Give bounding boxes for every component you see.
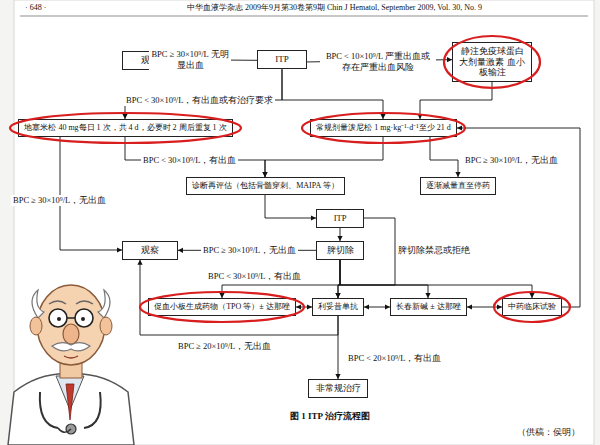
- process-box: 利妥昔单抗: [312, 298, 364, 316]
- flow-arrow: [125, 137, 268, 177]
- connector-line: [265, 137, 383, 177]
- journal-header: 中华血液学杂志 2009年9月第30卷第9期 Chin J Hematol, S…: [185, 3, 484, 13]
- edge-label: 脾切除禁忌或拒绝: [396, 245, 472, 256]
- flow-arrow: [467, 304, 502, 309]
- highlight-ellipse: [494, 292, 570, 322]
- edge-label: BPC < 30×10⁹/L，有出血或有治疗要求: [124, 95, 275, 106]
- figure-caption: 图 1 ITP 治疗流程图: [288, 411, 372, 422]
- flow-arrow: [417, 82, 492, 119]
- flow-arrow: [137, 260, 338, 335]
- flow-arrow: [282, 69, 386, 119]
- start-node: ITP: [257, 50, 307, 69]
- process-box: 脾切除: [316, 241, 364, 260]
- flow-arrow: [457, 125, 580, 307]
- edge-label: BPC ≥ 20×10⁹/L，无出血: [176, 341, 273, 352]
- process-box: 长春新碱 ± 达那唑: [390, 298, 467, 316]
- edge-label: BPC ≥ 30×10⁹/L，无出血: [463, 155, 560, 166]
- edge-label: BPC ≥ 30×10⁹/L，无出血: [11, 195, 108, 206]
- node-text: 常规剂量泼尼松 1 mg·kg⁻¹·d⁻¹至少 21 d: [316, 123, 450, 133]
- process-box: 地塞米松 40 mg每日 1 次，共 4 d，必要时 2 周后重复 1 次: [18, 119, 233, 137]
- connector-line: [430, 137, 458, 177]
- node-text: ITP: [275, 54, 289, 65]
- connector-line: [125, 137, 265, 177]
- flow-arrow: [364, 304, 390, 309]
- connector-line: [457, 128, 580, 307]
- doctor-cartoon: [8, 285, 134, 445]
- highlight-ellipse: [140, 292, 304, 322]
- flow-arrow: [340, 260, 535, 298]
- arrow-head: [296, 304, 301, 309]
- connector-line: [467, 307, 502, 308]
- flow-arrow: [122, 69, 282, 119]
- node-text: 诊断再评估（包括骨髓穿刺、MAIPA 等）: [192, 181, 339, 191]
- flow-arrow: [262, 137, 383, 177]
- connector-line: [265, 195, 316, 218]
- connector-line: [60, 137, 122, 250]
- flow-arrow: [430, 137, 461, 177]
- node-text: ITP: [334, 213, 347, 224]
- flow-arrow: [340, 260, 431, 298]
- arrow-head: [457, 125, 462, 130]
- connector-line: [340, 260, 428, 298]
- edge-label: BPC < 10×10⁹/L 严重出血或存在严重出血风险: [320, 51, 436, 72]
- edge-label: BPC < 30×10⁹/L，有出血: [141, 155, 238, 166]
- connector-line: [140, 260, 338, 335]
- node-text: 脾切除: [327, 245, 354, 256]
- node-text: 静注免疫球蛋白 大剂量激素 血小板输注: [458, 46, 526, 78]
- edge-label: BPC ≥ 30×10⁹/L 无明显出血: [149, 49, 231, 70]
- highlight-ellipse: [10, 113, 241, 143]
- header-rule: [20, 16, 588, 17]
- page-number: · 648 ·: [23, 3, 48, 13]
- connector-line: [282, 69, 383, 119]
- edge-label: BPC < 20×10⁹/L，有出血: [346, 353, 443, 364]
- highlight-ellipse: [302, 113, 465, 143]
- node-text: 地塞米松 40 mg每日 1 次，共 4 d，必要时 2 周后重复 1 次: [24, 123, 226, 133]
- process-box: 静注免疫球蛋白 大剂量激素 血小板输注: [452, 42, 532, 82]
- arrow-head: [137, 260, 142, 265]
- node-text: 观察: [141, 245, 159, 256]
- start-node: ITP: [316, 209, 364, 228]
- connector-line: [338, 316, 339, 379]
- edge-label: BPC ≥ 30×10⁹/L，无出血: [201, 245, 298, 256]
- connector-line: [125, 69, 282, 119]
- flow-arrow: [296, 304, 312, 309]
- process-box: 中药临床试验: [502, 298, 562, 316]
- node-text: 促血小板生成药物（TPO 等）± 达那唑: [154, 302, 290, 312]
- process-box: 非常规治疗: [308, 379, 368, 398]
- node-text: 逐渐减量直至停药: [426, 181, 490, 191]
- process-box: 诊断再评估（包括骨髓穿刺、MAIPA 等）: [186, 177, 345, 195]
- flow-arrow: [335, 316, 340, 379]
- connector-line: [340, 260, 532, 298]
- node-text: 利妥昔单抗: [318, 302, 358, 312]
- flow-arrow: [337, 228, 342, 241]
- process-box: 观察: [122, 241, 178, 260]
- flow-arrow: [265, 195, 316, 221]
- process-box: 促血小板生成药物（TPO 等）± 达那唑: [148, 298, 296, 316]
- node-text: 非常规治疗: [316, 383, 361, 394]
- connector-line: [420, 82, 492, 119]
- arrow-head: [467, 304, 472, 309]
- arrow-head: [364, 304, 369, 309]
- process-box: 逐渐减量直至停药: [420, 177, 496, 195]
- node-text: 长春新碱 ± 达那唑: [396, 302, 460, 312]
- credit-note: （供稿：侯明）: [515, 427, 582, 438]
- node-text: 中药临床试验: [508, 302, 556, 312]
- edge-label: BPC < 30×10⁹/L，有出血: [206, 271, 303, 282]
- highlight-ellipse: [444, 36, 540, 88]
- arrow-head: [178, 248, 183, 253]
- process-box: 常规剂量泼尼松 1 mg·kg⁻¹·d⁻¹至少 21 d: [310, 119, 457, 137]
